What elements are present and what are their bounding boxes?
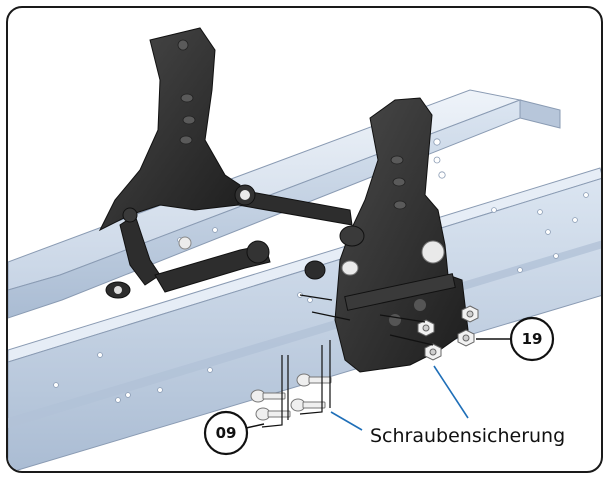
hex-nut-group [417,305,479,361]
callout-19-circle [509,316,555,362]
callout-part-19: 19 [476,316,555,362]
schraubensicherung-label: Schraubensicherung [370,425,565,447]
bracket-right [304,97,469,373]
bracket-left [98,27,353,299]
schraubensicherung-leader-right [433,365,469,419]
callout-part-09: 09 [203,410,265,456]
callout-19-label: 19 [522,330,543,348]
bolt-icon [296,373,332,387]
callout-09-leader [245,423,265,429]
bolt-icon [250,389,286,403]
bolt-group [250,373,332,421]
hex-nut-icon [457,329,475,347]
bolt-icon [290,398,326,412]
callout-09-label: 09 [216,424,237,442]
hex-nut-icon [424,343,442,361]
schraubensicherung-annotation: Schraubensicherung [330,365,565,447]
bolt-icon [255,407,291,421]
assembly-guide-lines [261,294,434,428]
callout-09-circle [203,410,249,456]
hex-nut-icon [417,319,435,337]
schraubensicherung-leader-left [330,411,363,431]
hex-nut-icon [461,305,479,323]
